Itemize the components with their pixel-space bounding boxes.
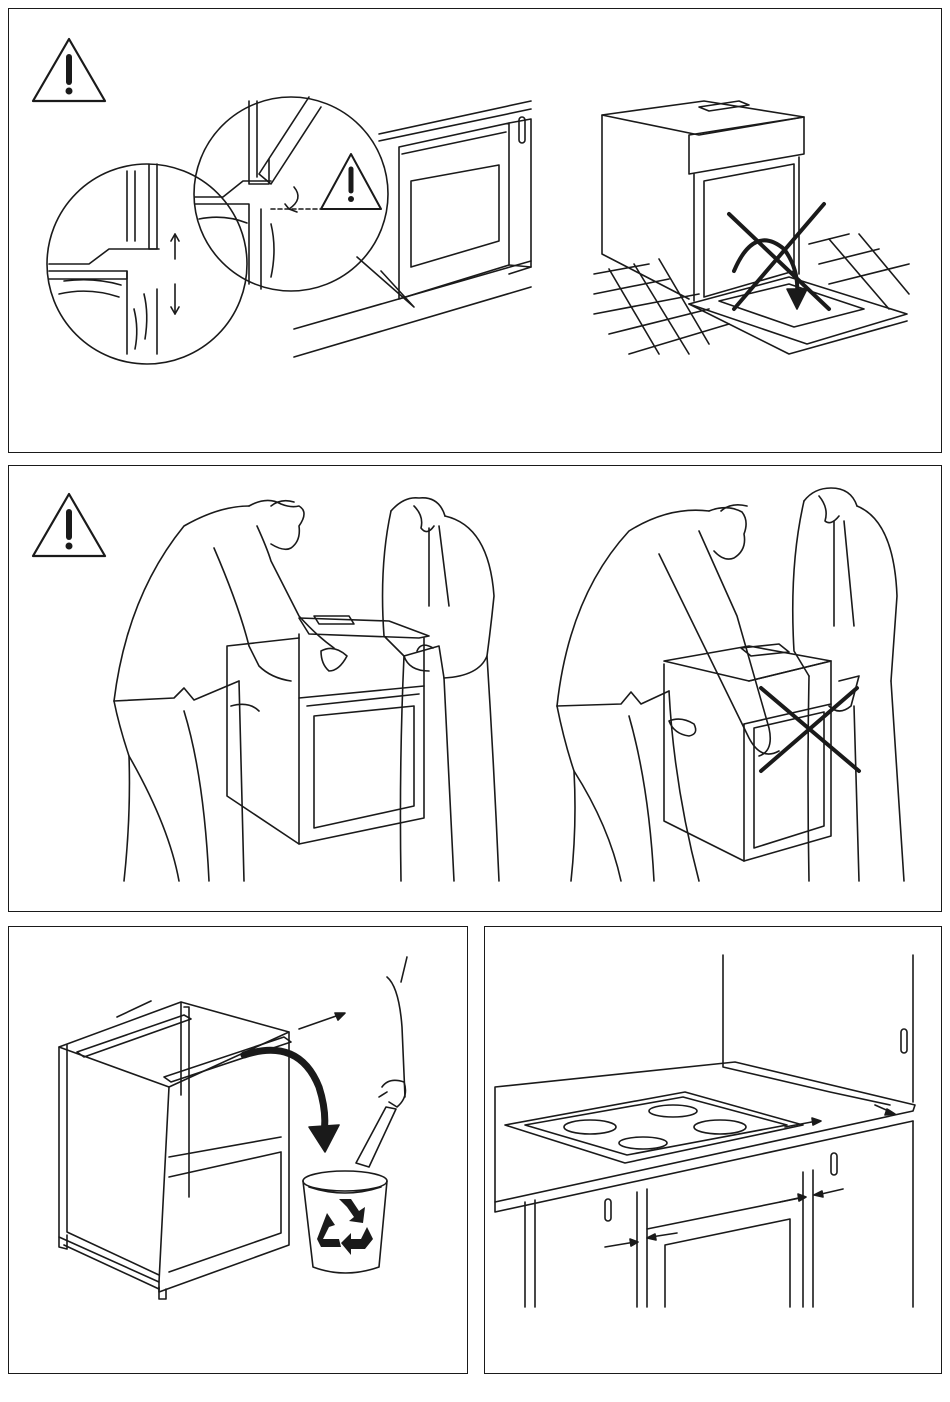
hand-rail-drawing (356, 957, 407, 1167)
warning-icon (33, 39, 105, 101)
recycle-bin (303, 1171, 387, 1273)
detail-circle-right (194, 97, 414, 307)
correct-lift-drawing (114, 498, 499, 881)
oven-door-open-drawing (594, 101, 909, 354)
incorrect-lift-drawing (557, 488, 904, 881)
panel-two-person-lift (8, 465, 942, 912)
lifting-illustration (9, 466, 943, 913)
detail-circle-left (47, 164, 247, 364)
kitchen-illustration (485, 927, 943, 1375)
built-in-oven-drawing (294, 101, 531, 357)
warning-icon (321, 154, 381, 209)
recycle-icon (317, 1199, 373, 1255)
warning-icon (33, 494, 105, 556)
panel-installation-clearance (8, 8, 942, 453)
cabinet-illustration (9, 927, 469, 1375)
installation-illustration (9, 9, 943, 454)
cabinet-drawing (59, 1001, 345, 1375)
panel-cabinet-rail-removal (8, 926, 468, 1374)
kitchen-counter-drawing (495, 955, 915, 1307)
panel-built-in-under-hob (484, 926, 942, 1374)
